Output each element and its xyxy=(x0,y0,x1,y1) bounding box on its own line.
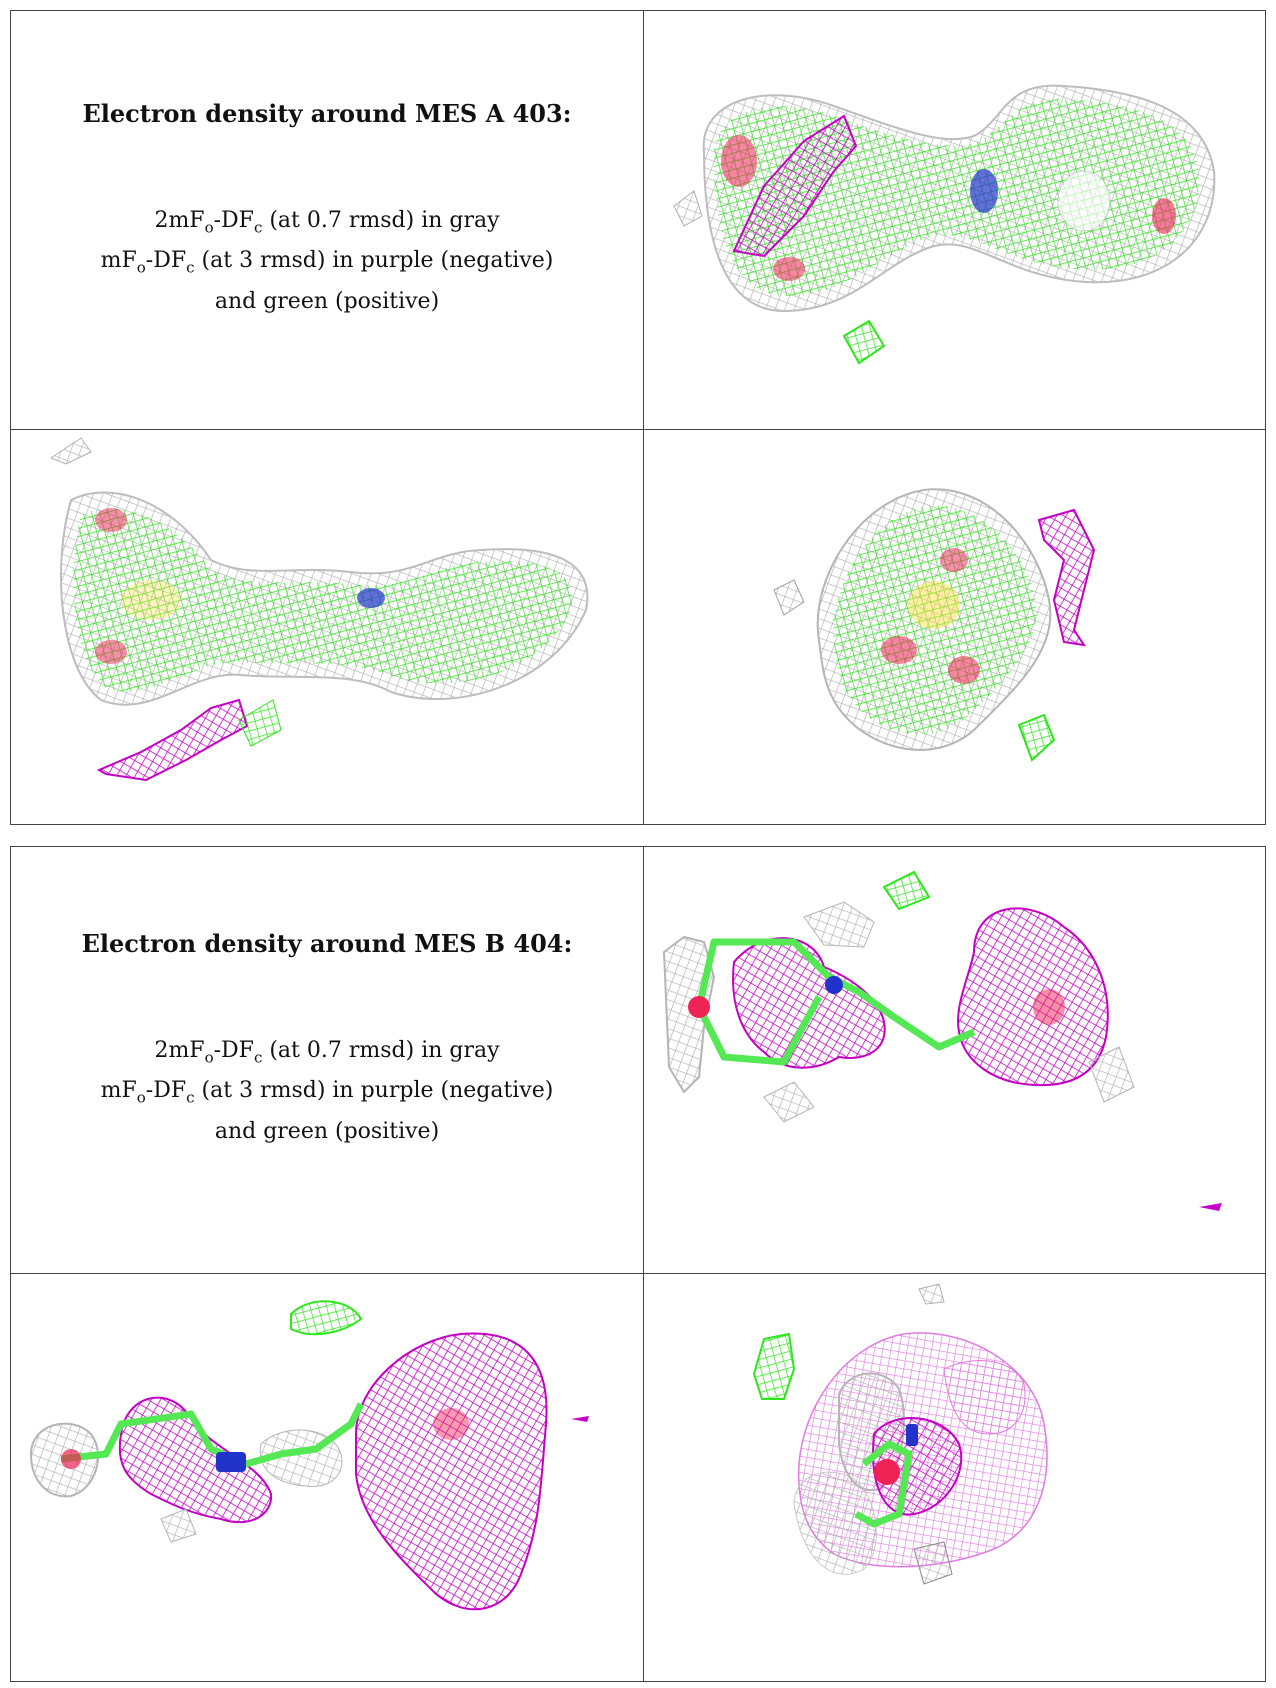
caption-text: 2mFo-DFc (at 0.7 rmsd) in gray mFo-DFc (… xyxy=(101,1034,554,1148)
panel-title: Electron density around MES B 404: xyxy=(81,929,573,958)
density-view-end xyxy=(644,430,1266,824)
grid-divider-vertical xyxy=(643,847,644,1681)
figure-panel-mes-b-404: Electron density around MES B 404: 2mFo-… xyxy=(10,846,1266,1682)
grid-divider-horizontal xyxy=(11,1273,1265,1274)
caption-line-difference: mFo-DFc (at 3 rmsd) in purple (negative) xyxy=(100,1078,554,1107)
caption-line-gray: 2mFo-DFc (at 0.7 rmsd) in gray xyxy=(154,208,500,237)
density-view-side xyxy=(11,430,643,824)
caption-line-difference: mFo-DFc (at 3 rmsd) in purple (negative) xyxy=(100,248,554,277)
caption-line-positive: and green (positive) xyxy=(214,1118,440,1144)
density-view-end xyxy=(644,1274,1266,1681)
caption-text: 2mFo-DFc (at 0.7 rmsd) in gray mFo-DFc (… xyxy=(101,204,554,318)
caption-line-gray: 2mFo-DFc (at 0.7 rmsd) in gray xyxy=(154,1038,500,1067)
density-view-side xyxy=(11,1274,643,1681)
caption-line-positive: and green (positive) xyxy=(214,288,440,314)
caption-cell: Electron density around MES A 403: 2mFo-… xyxy=(11,11,643,429)
grid-divider-horizontal xyxy=(11,429,1265,430)
caption-cell: Electron density around MES B 404: 2mFo-… xyxy=(11,847,643,1273)
grid-divider-vertical xyxy=(643,11,644,824)
panel-title: Electron density around MES A 403: xyxy=(82,99,572,128)
density-view-top xyxy=(644,11,1266,429)
figure-panel-mes-a-403: Electron density around MES A 403: 2mFo-… xyxy=(10,10,1266,825)
density-view-top xyxy=(644,847,1266,1273)
